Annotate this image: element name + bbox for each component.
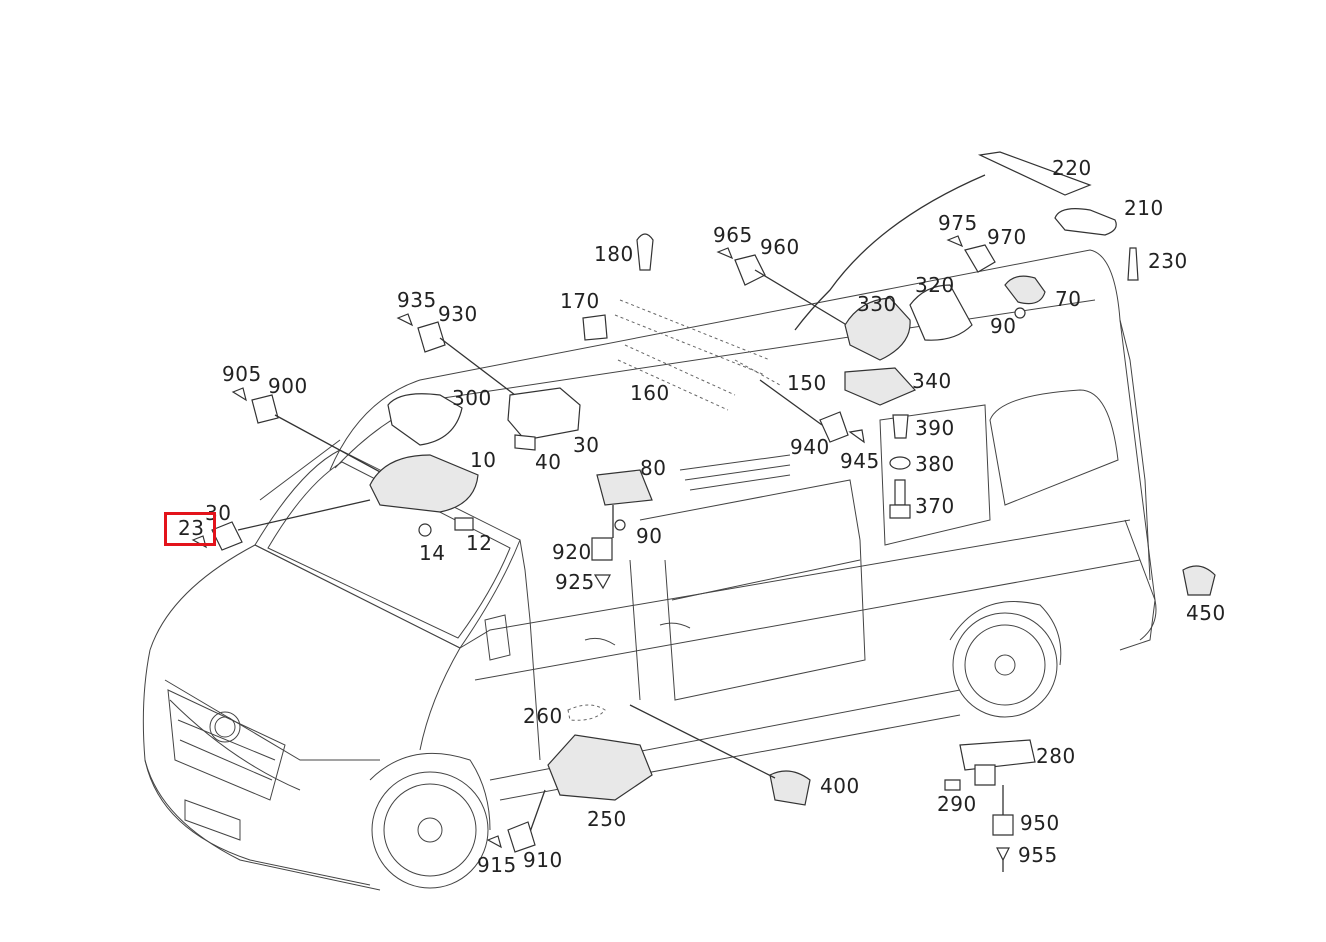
- label-180[interactable]: 180: [594, 242, 634, 266]
- label-70[interactable]: 70: [1055, 287, 1082, 311]
- label-965[interactable]: 965: [713, 223, 753, 247]
- label-160[interactable]: 160: [630, 381, 670, 405]
- label-330[interactable]: 330: [857, 292, 897, 316]
- label-14[interactable]: 14: [419, 541, 446, 565]
- label-900[interactable]: 900: [268, 374, 308, 398]
- label-450[interactable]: 450: [1186, 601, 1226, 625]
- label-320[interactable]: 320: [915, 273, 955, 297]
- label-40[interactable]: 40: [535, 450, 562, 474]
- label-975[interactable]: 975: [938, 211, 978, 235]
- label-280[interactable]: 280: [1036, 744, 1076, 768]
- label-230[interactable]: 230: [1148, 249, 1188, 273]
- label-955[interactable]: 955: [1018, 843, 1058, 867]
- label-250[interactable]: 250: [587, 807, 627, 831]
- label-925[interactable]: 925: [555, 570, 595, 594]
- label-30-lower[interactable]: 30: [205, 501, 232, 525]
- label-300[interactable]: 300: [452, 386, 492, 410]
- label-30-upper[interactable]: 30: [573, 433, 600, 457]
- label-150[interactable]: 150: [787, 371, 827, 395]
- label-220[interactable]: 220: [1052, 156, 1092, 180]
- label-370[interactable]: 370: [915, 494, 955, 518]
- label-23[interactable]: 23: [178, 516, 205, 540]
- parts-layer: [191, 151, 1216, 872]
- label-960[interactable]: 960: [760, 235, 800, 259]
- label-920[interactable]: 920: [552, 540, 592, 564]
- label-170[interactable]: 170: [560, 289, 600, 313]
- label-380[interactable]: 380: [915, 452, 955, 476]
- label-12[interactable]: 12: [466, 531, 493, 555]
- label-90-mid[interactable]: 90: [636, 524, 663, 548]
- label-970[interactable]: 970: [987, 225, 1027, 249]
- label-935[interactable]: 935: [397, 288, 437, 312]
- label-290[interactable]: 290: [937, 792, 977, 816]
- label-905[interactable]: 905: [222, 362, 262, 386]
- label-260[interactable]: 260: [523, 704, 563, 728]
- label-90-top[interactable]: 90: [990, 314, 1017, 338]
- label-930[interactable]: 930: [438, 302, 478, 326]
- label-10[interactable]: 10: [470, 448, 497, 472]
- van-body: [142, 249, 1157, 891]
- label-340[interactable]: 340: [912, 369, 952, 393]
- label-390[interactable]: 390: [915, 416, 955, 440]
- label-950[interactable]: 950: [1020, 811, 1060, 835]
- label-915[interactable]: 915: [477, 853, 517, 877]
- label-210[interactable]: 210: [1124, 196, 1164, 220]
- label-80[interactable]: 80: [640, 456, 667, 480]
- label-940[interactable]: 940: [790, 435, 830, 459]
- label-945[interactable]: 945: [840, 449, 880, 473]
- label-400[interactable]: 400: [820, 774, 860, 798]
- label-910[interactable]: 910: [523, 848, 563, 872]
